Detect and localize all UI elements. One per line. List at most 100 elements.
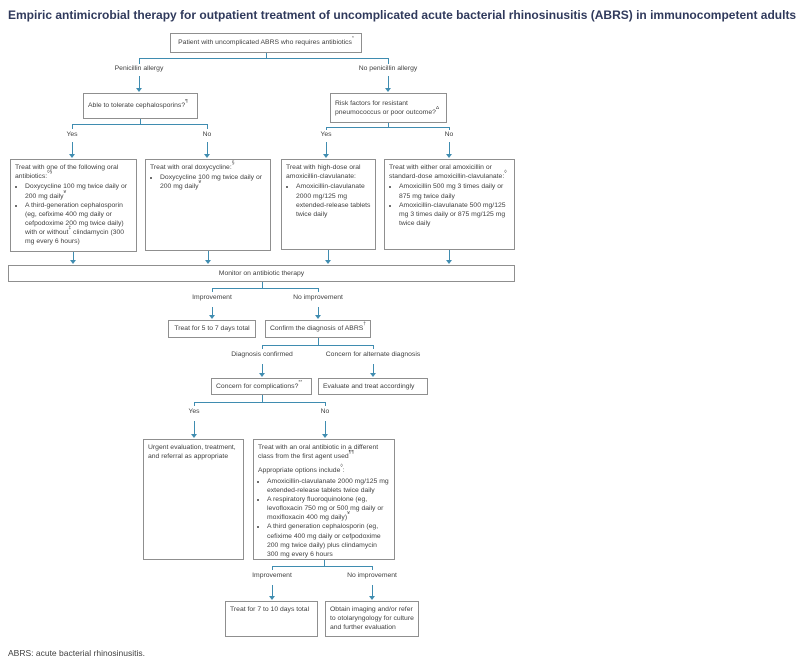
arrowhead bbox=[70, 260, 76, 264]
node-urgent-evaluation-box: Urgent evaluation, treatment, and referr… bbox=[143, 439, 244, 560]
connector-line bbox=[272, 566, 372, 567]
node-text: Treat with oral doxycycline:§ bbox=[150, 161, 235, 171]
arrowhead bbox=[191, 434, 197, 438]
connector-line bbox=[372, 585, 373, 596]
branch-label-no-improvement: No improvement bbox=[293, 294, 343, 301]
connector-line bbox=[262, 345, 373, 346]
node-text: Treat with one of the following oral ant… bbox=[15, 164, 119, 181]
bullet-item: Amoxicillin 500 mg 3 times daily or 875 … bbox=[399, 182, 510, 200]
connector-line bbox=[140, 119, 141, 124]
branch-label-no: No bbox=[320, 408, 330, 415]
branch-label-no: No bbox=[444, 131, 454, 138]
arrowhead bbox=[323, 154, 329, 158]
node-text: Patient with uncomplicated ABRS who requ… bbox=[178, 36, 354, 47]
node-confirm-diagnosis-box: Confirm the diagnosis of ABRS† bbox=[265, 320, 371, 338]
bullet-item: Doxycycline 100 mg twice daily or 200 mg… bbox=[160, 173, 266, 191]
node-obtain-imaging-box: Obtain imaging and/or refer to otolaryng… bbox=[325, 601, 419, 637]
arrowhead bbox=[385, 88, 391, 92]
connector-line bbox=[139, 76, 140, 88]
arrowhead bbox=[69, 154, 75, 158]
branch-label-penicillin-allergy: Penicillin allergy bbox=[114, 65, 164, 72]
node-text: Concern for complications?** bbox=[216, 379, 303, 390]
connector-line bbox=[318, 307, 319, 315]
connector-line bbox=[325, 402, 326, 406]
connector-line bbox=[449, 250, 450, 260]
bullet-list: Doxycycline 100 mg twice daily or 200 mg… bbox=[15, 182, 132, 246]
arrowhead bbox=[369, 596, 375, 600]
connector-line bbox=[324, 560, 325, 566]
node-different-class-box: Treat with an oral antibiotic in a diffe… bbox=[253, 439, 395, 560]
node-concern-complications-box: Concern for complications?** bbox=[211, 378, 312, 395]
arrowhead bbox=[209, 315, 215, 319]
connector-line bbox=[318, 338, 319, 345]
connector-line bbox=[194, 421, 195, 434]
node-treat-highdose-amoxclav-box: Treat with high-dose oral amoxicillin-cl… bbox=[281, 159, 376, 250]
connector-line bbox=[212, 288, 318, 289]
connector-line bbox=[262, 395, 263, 402]
node-text: Urgent evaluation, treatment, and referr… bbox=[148, 444, 236, 461]
connector-line bbox=[212, 288, 213, 292]
branch-label-yes: Yes bbox=[320, 131, 332, 138]
bullet-item: A respiratory fluoroquinolone (eg, levof… bbox=[267, 495, 390, 523]
arrowhead bbox=[446, 260, 452, 264]
connector-line bbox=[326, 127, 449, 128]
node-text: Treat with high-dose oral amoxicillin-cl… bbox=[286, 164, 361, 181]
arrowhead bbox=[446, 154, 452, 158]
connector-line bbox=[272, 585, 273, 596]
node-cephalosporin-question-box: Able to tolerate cephalosporins?¶ bbox=[83, 93, 198, 119]
connector-line bbox=[318, 288, 319, 292]
connector-line bbox=[207, 142, 208, 154]
connector-line bbox=[326, 142, 327, 154]
connector-line bbox=[72, 124, 207, 125]
page-title: Empiric antimicrobial therapy for outpat… bbox=[8, 8, 797, 22]
branch-label-concern-alternate: Concern for alternate diagnosis bbox=[325, 351, 421, 358]
connector-line bbox=[388, 58, 389, 64]
connector-line bbox=[373, 345, 374, 349]
branch-label-yes: Yes bbox=[188, 408, 200, 415]
branch-label-no: No bbox=[202, 131, 212, 138]
footnote-abbreviation: ABRS: acute bacterial rhinosinusitis. bbox=[8, 648, 146, 658]
connector-line bbox=[326, 127, 327, 130]
connector-line bbox=[328, 250, 329, 260]
node-patient-box: Patient with uncomplicated ABRS who requ… bbox=[170, 33, 362, 53]
node-text: Able to tolerate cephalosporins?¶ bbox=[88, 99, 188, 110]
bullet-item: A third-generation cephalosporin (eg, ce… bbox=[25, 201, 132, 247]
node-text: Treat with an oral antibiotic in a diffe… bbox=[258, 444, 379, 461]
bullet-list: Doxycycline 100 mg twice daily or 200 mg… bbox=[150, 173, 266, 191]
node-treat-doxycycline-box: Treat with oral doxycycline:§ Doxycyclin… bbox=[145, 159, 271, 251]
branch-label-improvement: Improvement bbox=[252, 572, 292, 579]
node-text: Treat with either oral amoxicillin or st… bbox=[389, 164, 507, 181]
connector-line bbox=[449, 142, 450, 154]
node-treat-amoxicillin-box: Treat with either oral amoxicillin or st… bbox=[384, 159, 515, 250]
node-monitor-box: Monitor on antibiotic therapy bbox=[8, 265, 515, 282]
arrowhead bbox=[269, 596, 275, 600]
node-evaluate-treat-box: Evaluate and treat accordingly bbox=[318, 378, 428, 395]
node-text: Evaluate and treat accordingly bbox=[323, 382, 415, 390]
node-text: Treat for 5 to 7 days total bbox=[174, 325, 250, 333]
connector-line bbox=[388, 76, 389, 88]
connector-line bbox=[262, 345, 263, 349]
node-text: Appropriate options include◊: bbox=[258, 464, 345, 475]
bullet-item: Amoxicillin-clavulanate 2000 mg/125 mg e… bbox=[267, 477, 390, 495]
connector-line bbox=[208, 251, 209, 260]
connector-line bbox=[373, 364, 374, 373]
arrowhead bbox=[204, 154, 210, 158]
connector-line bbox=[212, 307, 213, 315]
arrowhead bbox=[315, 315, 321, 319]
branch-label-yes: Yes bbox=[66, 131, 78, 138]
bullet-list: Amoxicillin-clavulanate 2000 mg/125 mg e… bbox=[258, 477, 390, 559]
node-text: Treat for 7 to 10 days total bbox=[230, 606, 310, 613]
bullet-item: Doxycycline 100 mg twice daily or 200 mg… bbox=[25, 182, 132, 200]
connector-line bbox=[325, 421, 326, 434]
arrowhead bbox=[259, 373, 265, 377]
node-treat-7-10-days-box: Treat for 7 to 10 days total bbox=[225, 601, 318, 637]
connector-line bbox=[372, 566, 373, 570]
node-text: Risk factors for resistant pneumococcus … bbox=[335, 99, 440, 116]
connector-line bbox=[272, 566, 273, 570]
node-text: Confirm the diagnosis of ABRS† bbox=[269, 322, 367, 333]
connector-line bbox=[139, 58, 389, 59]
bullet-list: Amoxicillin-clavulanate 2000 mg/125 mg e… bbox=[286, 182, 371, 219]
connector-line bbox=[194, 402, 325, 403]
connector-line bbox=[207, 124, 208, 129]
